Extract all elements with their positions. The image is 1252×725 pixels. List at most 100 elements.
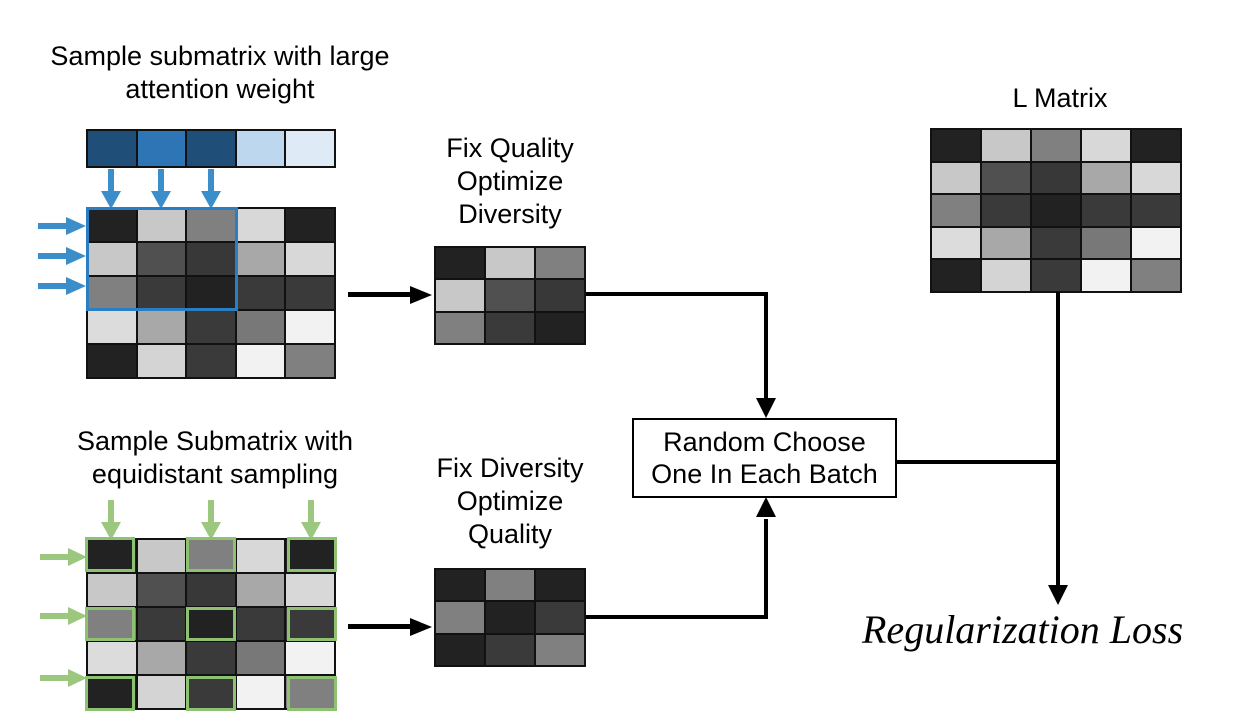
submatrix-equidistant [434,568,586,667]
arrowhead-to-output [1046,585,1070,607]
bottom-middle-caption: Fix Diversity Optimize Quality [436,453,584,549]
matrix-cell [436,312,484,343]
connector-bottom-vertical [764,519,768,619]
matrix-cell [436,634,484,665]
connector-l-matrix-spine [1056,292,1060,592]
attention-bar-cell [88,131,136,166]
matrix-cell [486,312,534,343]
matrix-cell [236,345,285,377]
matrix-cell [286,608,334,640]
matrix-cell [187,277,235,309]
matrix-cell [187,243,235,275]
matrix-cell [286,540,334,572]
top-middle-caption: Fix Quality Optimize Diversity [446,133,574,229]
matrix-cell [88,209,136,241]
matrix-cell [486,570,534,601]
attention-weight-bar [86,129,336,168]
matrix-cell [236,642,285,674]
matrix-cell [187,642,235,674]
matrix-cell [236,243,285,275]
matrix-cell [286,311,334,343]
matrix-cell [536,312,584,343]
matrix-cell [932,130,980,161]
matrix-cell [286,277,334,309]
l-matrix [930,128,1182,293]
connector-top-vertical [764,292,768,406]
matrix-cell [1032,162,1080,194]
matrix-cell [137,243,186,275]
matrix-cell [137,277,186,309]
matrix-cell [286,574,334,606]
matrix-cell [436,602,484,633]
matrix-cell [137,345,186,377]
matrix-cell [88,345,136,377]
matrix-cell [932,162,980,194]
attention-bar-cell [286,131,334,166]
matrix-cell [1082,227,1130,259]
matrix-cell [137,676,186,708]
matrix-cell [536,280,584,311]
arrowhead-into-box-top [754,398,778,420]
matrix-cell [137,209,186,241]
matrix-cell [187,311,235,343]
matrix-cell [137,574,186,606]
matrix-cell [436,248,484,279]
matrix-cell [982,195,1030,226]
matrix-cell [137,642,186,674]
matrix-cell [88,574,136,606]
matrix-cell [236,608,285,640]
matrix-cell [536,248,584,279]
matrix-cell [137,540,186,572]
matrix-cell [286,345,334,377]
matrix-cell [486,634,534,665]
attention-bar-cell [187,131,235,166]
green-down-arrows [95,500,335,542]
arrow-top-source-to-submatrix [348,284,434,306]
matrix-cell [187,676,235,708]
matrix-cell [88,243,136,275]
matrix-cell [982,130,1030,161]
matrix-cell [1132,130,1180,161]
matrix-cell [536,602,584,633]
matrix-cell [187,345,235,377]
top-left-caption: Sample submatrix with large attention we… [50,41,390,104]
submatrix-attention [434,246,586,345]
arrow-bottom-source-to-submatrix [348,616,434,638]
matrix-cell [236,209,285,241]
matrix-cell [932,227,980,259]
matrix-cell [187,540,235,572]
connector-box-to-spine [896,460,1060,464]
random-choose-box[interactable]: Random Choose One In Each Batch [632,418,897,498]
matrix-cell [286,642,334,674]
output-label: Regularization Loss [862,607,1184,652]
connector-top-horizontal [586,292,768,296]
matrix-cell [137,311,186,343]
matrix-cell [982,227,1030,259]
matrix-cell [187,209,235,241]
matrix-cell [88,277,136,309]
matrix-cell [286,676,334,708]
connector-bottom-horizontal [586,615,768,619]
matrix-cell [982,260,1030,291]
matrix-cell [1082,162,1130,194]
attention-bar-cell [137,131,186,166]
matrix-cell [1032,227,1080,259]
matrix-cell [536,634,584,665]
matrix-cell [1132,227,1180,259]
matrix-cell [1132,260,1180,291]
matrix-cell [286,243,334,275]
matrix-cell [1032,130,1080,161]
matrix-cell [1032,195,1080,226]
matrix-cell [436,280,484,311]
matrix-cell [486,280,534,311]
matrix-cell [88,540,136,572]
blue-row-arrows [38,215,90,295]
matrix-cell [88,642,136,674]
matrix-cell [236,540,285,572]
matrix-cell [286,209,334,241]
source-matrix-attention [86,207,336,379]
matrix-cell [486,248,534,279]
matrix-cell [1082,195,1130,226]
arrowhead-into-box-bottom [754,497,778,519]
